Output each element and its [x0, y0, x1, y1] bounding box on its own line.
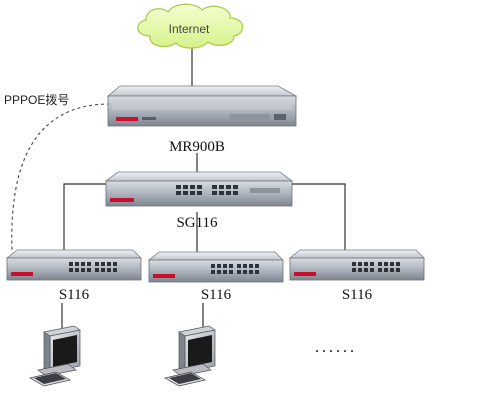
router-label: MR900B: [169, 139, 225, 155]
link-core-left: [63, 183, 108, 250]
more-devices-ellipsis: ......: [315, 339, 357, 356]
core-switch-label: SG116: [176, 215, 218, 231]
access-switch-1-label: S116: [59, 287, 90, 303]
pppoe-dashed-link: [11, 103, 111, 251]
access-switch-1-icon: [5, 249, 142, 281]
access-switch-3-label: S116: [342, 287, 373, 303]
router-device-icon: [106, 85, 298, 127]
access-switch-2-label: S116: [201, 287, 232, 303]
internet-label: Internet: [169, 22, 210, 36]
computer-2-icon: [164, 325, 216, 387]
link-core-right: [288, 183, 346, 250]
access-switch-2-icon: [147, 251, 284, 283]
core-switch-device-icon: [104, 171, 294, 207]
links: [11, 48, 346, 330]
access-switch-3-icon: [288, 249, 425, 281]
internet-cloud-icon: Internet: [137, 3, 244, 49]
pppoe-label: PPPOE拨号: [4, 93, 69, 107]
computer-1-icon: [29, 325, 81, 387]
